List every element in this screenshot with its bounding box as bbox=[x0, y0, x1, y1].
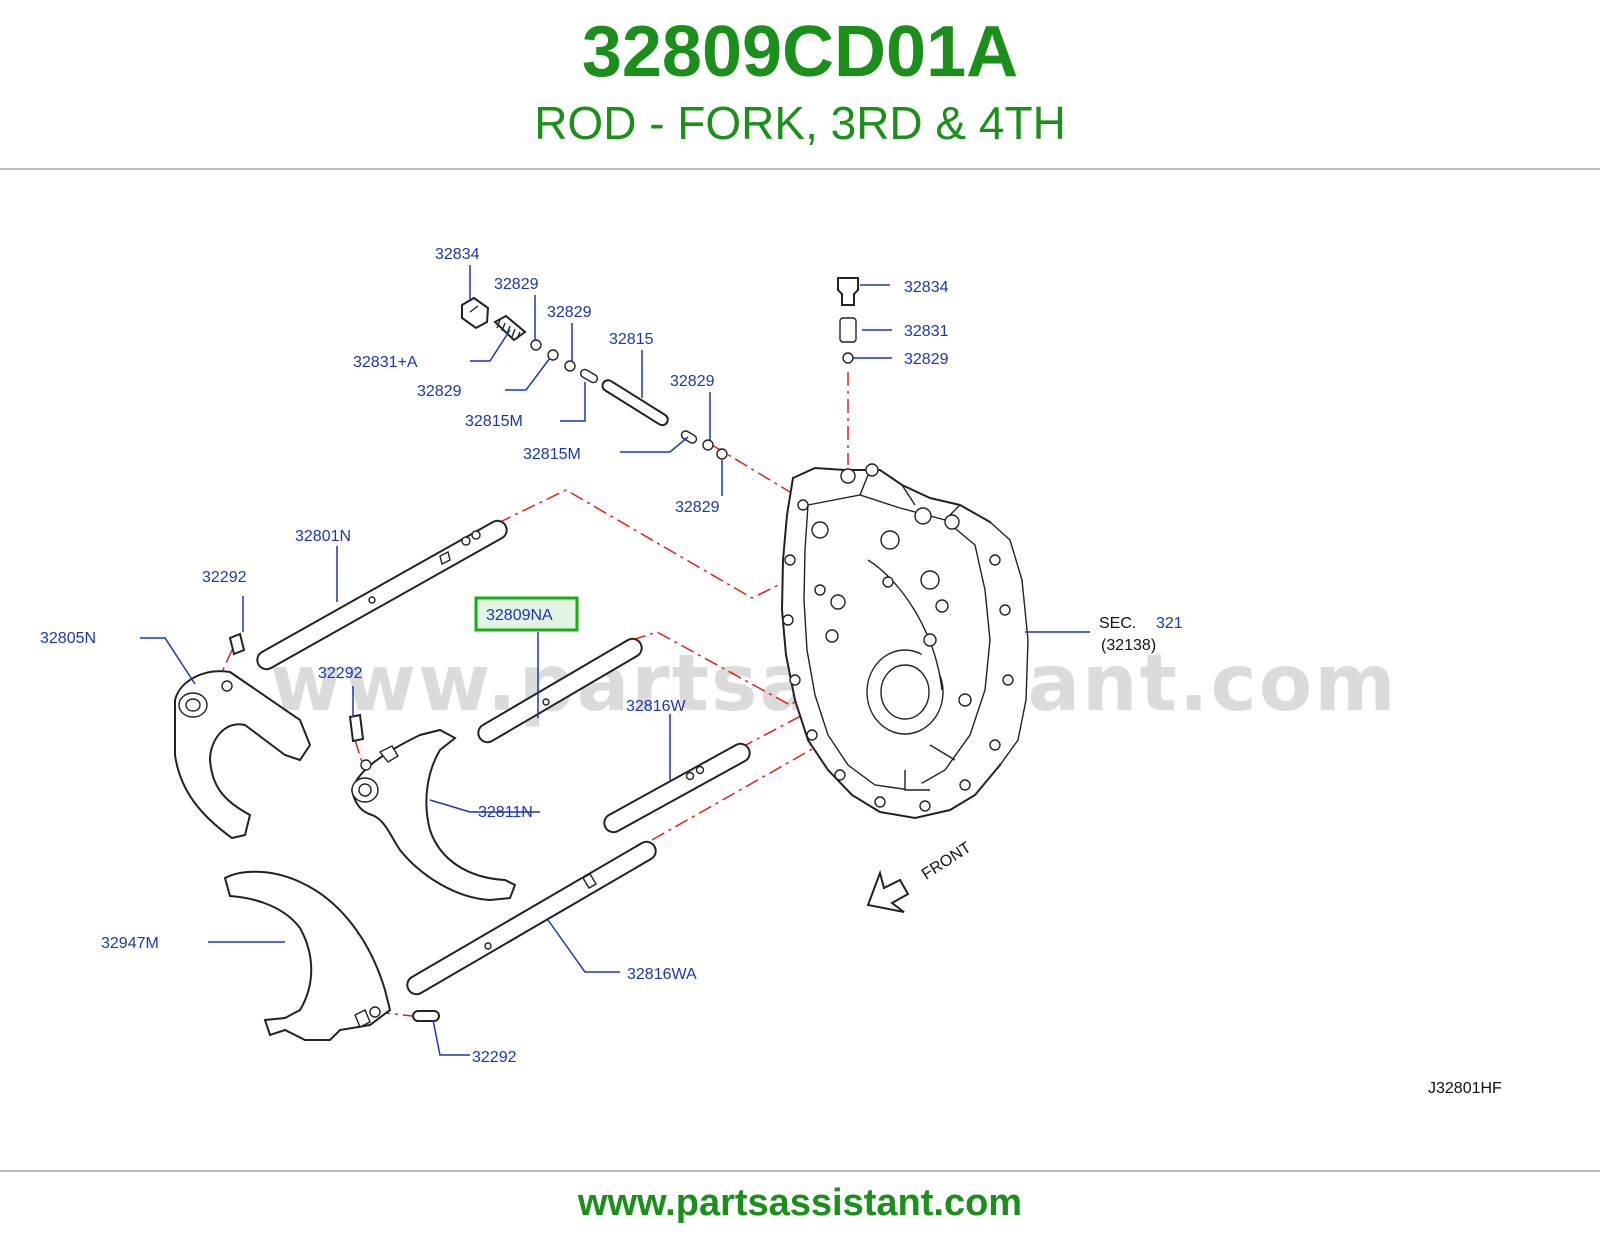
part-label-32811N[interactable]: 32811N bbox=[478, 804, 533, 821]
part-label-32805N[interactable]: 32805N bbox=[40, 630, 96, 647]
part-label-32831-a[interactable]: 32831+A bbox=[353, 354, 418, 371]
part-label-32829[interactable]: 32829 bbox=[417, 383, 462, 400]
front-direction-arrow: FRONT bbox=[866, 839, 975, 913]
footer-website-link[interactable]: www.partsassistant.com bbox=[577, 1182, 1023, 1224]
detent-parts-right bbox=[837, 277, 859, 364]
rod-32816WA bbox=[406, 840, 657, 996]
fork-32811N bbox=[348, 713, 517, 902]
fork-32805N bbox=[174, 632, 312, 840]
page-header: 32809CD01A ROD - FORK, 3RD & 4TH bbox=[0, 0, 1600, 170]
header-divider bbox=[0, 168, 1600, 170]
detent-parts-left bbox=[461, 296, 728, 460]
part-label-32816W[interactable]: 32816W bbox=[626, 698, 686, 715]
section-prefix: SEC. bbox=[1099, 615, 1136, 632]
part-label-32809NA[interactable]: 32809NA bbox=[486, 607, 553, 624]
part-label-32831[interactable]: 32831 bbox=[904, 323, 949, 340]
part-label-32829[interactable]: 32829 bbox=[670, 373, 715, 390]
front-label: FRONT bbox=[919, 839, 975, 883]
part-label-32292[interactable]: 32292 bbox=[318, 665, 363, 682]
part-label-32815M[interactable]: 32815M bbox=[465, 413, 523, 430]
part-label-32801N[interactable]: 32801N bbox=[295, 528, 351, 545]
rod-32801N bbox=[256, 519, 508, 671]
part-label-32292[interactable]: 32292 bbox=[202, 569, 247, 586]
section-ref: (32138) bbox=[1101, 637, 1156, 654]
part-label-32834[interactable]: 32834 bbox=[435, 246, 480, 263]
part-label-32947M[interactable]: 32947M bbox=[101, 935, 159, 952]
footer-divider bbox=[0, 1170, 1600, 1172]
leader-lines bbox=[140, 265, 1090, 1056]
transmission-case bbox=[780, 463, 1029, 820]
highlight-box bbox=[474, 596, 579, 632]
part-number-title: 32809CD01A bbox=[581, 12, 1019, 92]
rod-32809NA bbox=[477, 637, 643, 744]
part-labels: 32834 32829 32829 32815 32831+A 32829 32… bbox=[40, 246, 949, 1066]
part-label-32292[interactable]: 32292 bbox=[472, 1049, 517, 1066]
part-label-32829[interactable]: 32829 bbox=[904, 351, 949, 368]
part-label-32815M[interactable]: 32815M bbox=[523, 446, 581, 463]
part-label-32829[interactable]: 32829 bbox=[494, 276, 539, 293]
section-reference: SEC. 321 (32138) bbox=[1099, 615, 1183, 654]
section-number-link[interactable]: 321 bbox=[1156, 615, 1183, 632]
diagram-code: J32801HF bbox=[1428, 1080, 1502, 1097]
part-label-32829[interactable]: 32829 bbox=[675, 499, 720, 516]
part-label-32829[interactable]: 32829 bbox=[547, 304, 592, 321]
part-label-32834[interactable]: 32834 bbox=[904, 279, 949, 296]
rod-32816W bbox=[603, 742, 751, 834]
part-label-32815[interactable]: 32815 bbox=[609, 331, 654, 348]
part-label-32816WA[interactable]: 32816WA bbox=[627, 966, 697, 983]
part-description: ROD - FORK, 3RD & 4TH bbox=[534, 97, 1066, 149]
fork-32947M bbox=[223, 870, 440, 1041]
